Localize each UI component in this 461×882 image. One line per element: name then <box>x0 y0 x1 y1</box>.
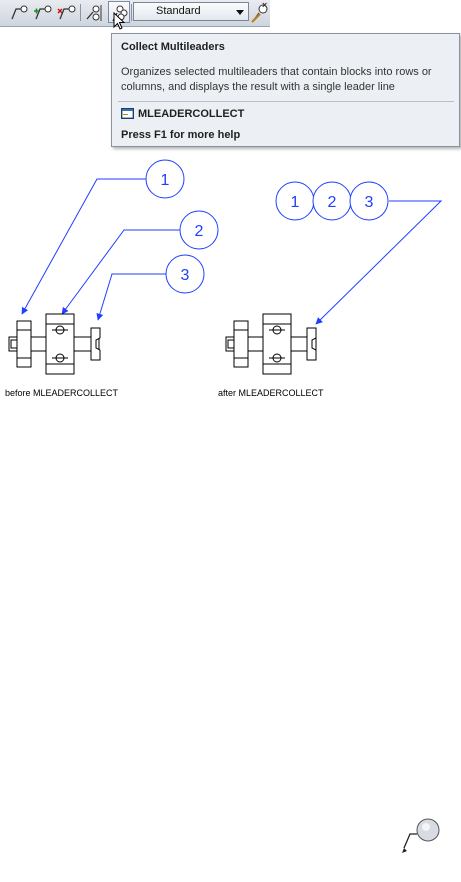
after-balloon-1-label: 1 <box>291 194 300 211</box>
command-line-icon <box>121 108 134 119</box>
before-caption: before MLEADERCOLLECT <box>5 388 119 398</box>
after-balloon-2: 2 <box>312 181 352 221</box>
balloon-2: 2 <box>179 210 219 250</box>
tooltip-divider <box>118 101 454 102</box>
mouse-cursor-icon <box>113 12 126 30</box>
before-assembly <box>8 313 101 375</box>
multileader-small-icon <box>402 818 440 853</box>
drawing-canvas: 1 2 3 1 2 3 <box>8 159 443 853</box>
multileader-style-select[interactable]: Standard <box>133 2 249 21</box>
balloon-1-label: 1 <box>161 172 170 189</box>
add-leader-icon[interactable] <box>32 1 54 23</box>
before-leaders <box>21 178 181 321</box>
tooltip-command: MLEADERCOLLECT <box>138 108 245 120</box>
balloon-2-label: 2 <box>195 223 204 240</box>
tooltip-description: Organizes selected multileaders that con… <box>121 66 432 93</box>
multileader-style-icon[interactable] <box>250 1 272 23</box>
remove-leader-icon[interactable] <box>56 1 78 23</box>
after-leader <box>315 200 443 325</box>
tooltip-help: Press F1 for more help <box>121 129 241 141</box>
toolbar-separator <box>131 4 132 21</box>
tooltip: Collect Multileaders Organizes selected … <box>111 33 460 147</box>
style-select-value: Standard <box>156 5 201 17</box>
after-caption: after MLEADERCOLLECT <box>218 388 324 398</box>
after-balloon-3: 3 <box>349 181 389 221</box>
after-balloon-3-label: 3 <box>365 194 374 211</box>
after-balloon-1: 1 <box>275 181 315 221</box>
after-assembly <box>225 313 317 375</box>
after-balloon-2-label: 2 <box>328 194 337 211</box>
chevron-down-icon[interactable] <box>236 10 244 15</box>
align-multileaders-icon[interactable] <box>84 1 106 23</box>
close-icon[interactable]: × <box>262 0 268 10</box>
balloon-1: 1 <box>145 159 185 199</box>
multileader-icon[interactable] <box>8 1 30 23</box>
tooltip-title: Collect Multileaders <box>121 41 225 53</box>
toolbar-separator <box>80 4 81 21</box>
balloon-3: 3 <box>165 254 205 294</box>
multileader-toolbar: Standard × <box>0 0 272 30</box>
balloon-3-label: 3 <box>181 267 190 284</box>
